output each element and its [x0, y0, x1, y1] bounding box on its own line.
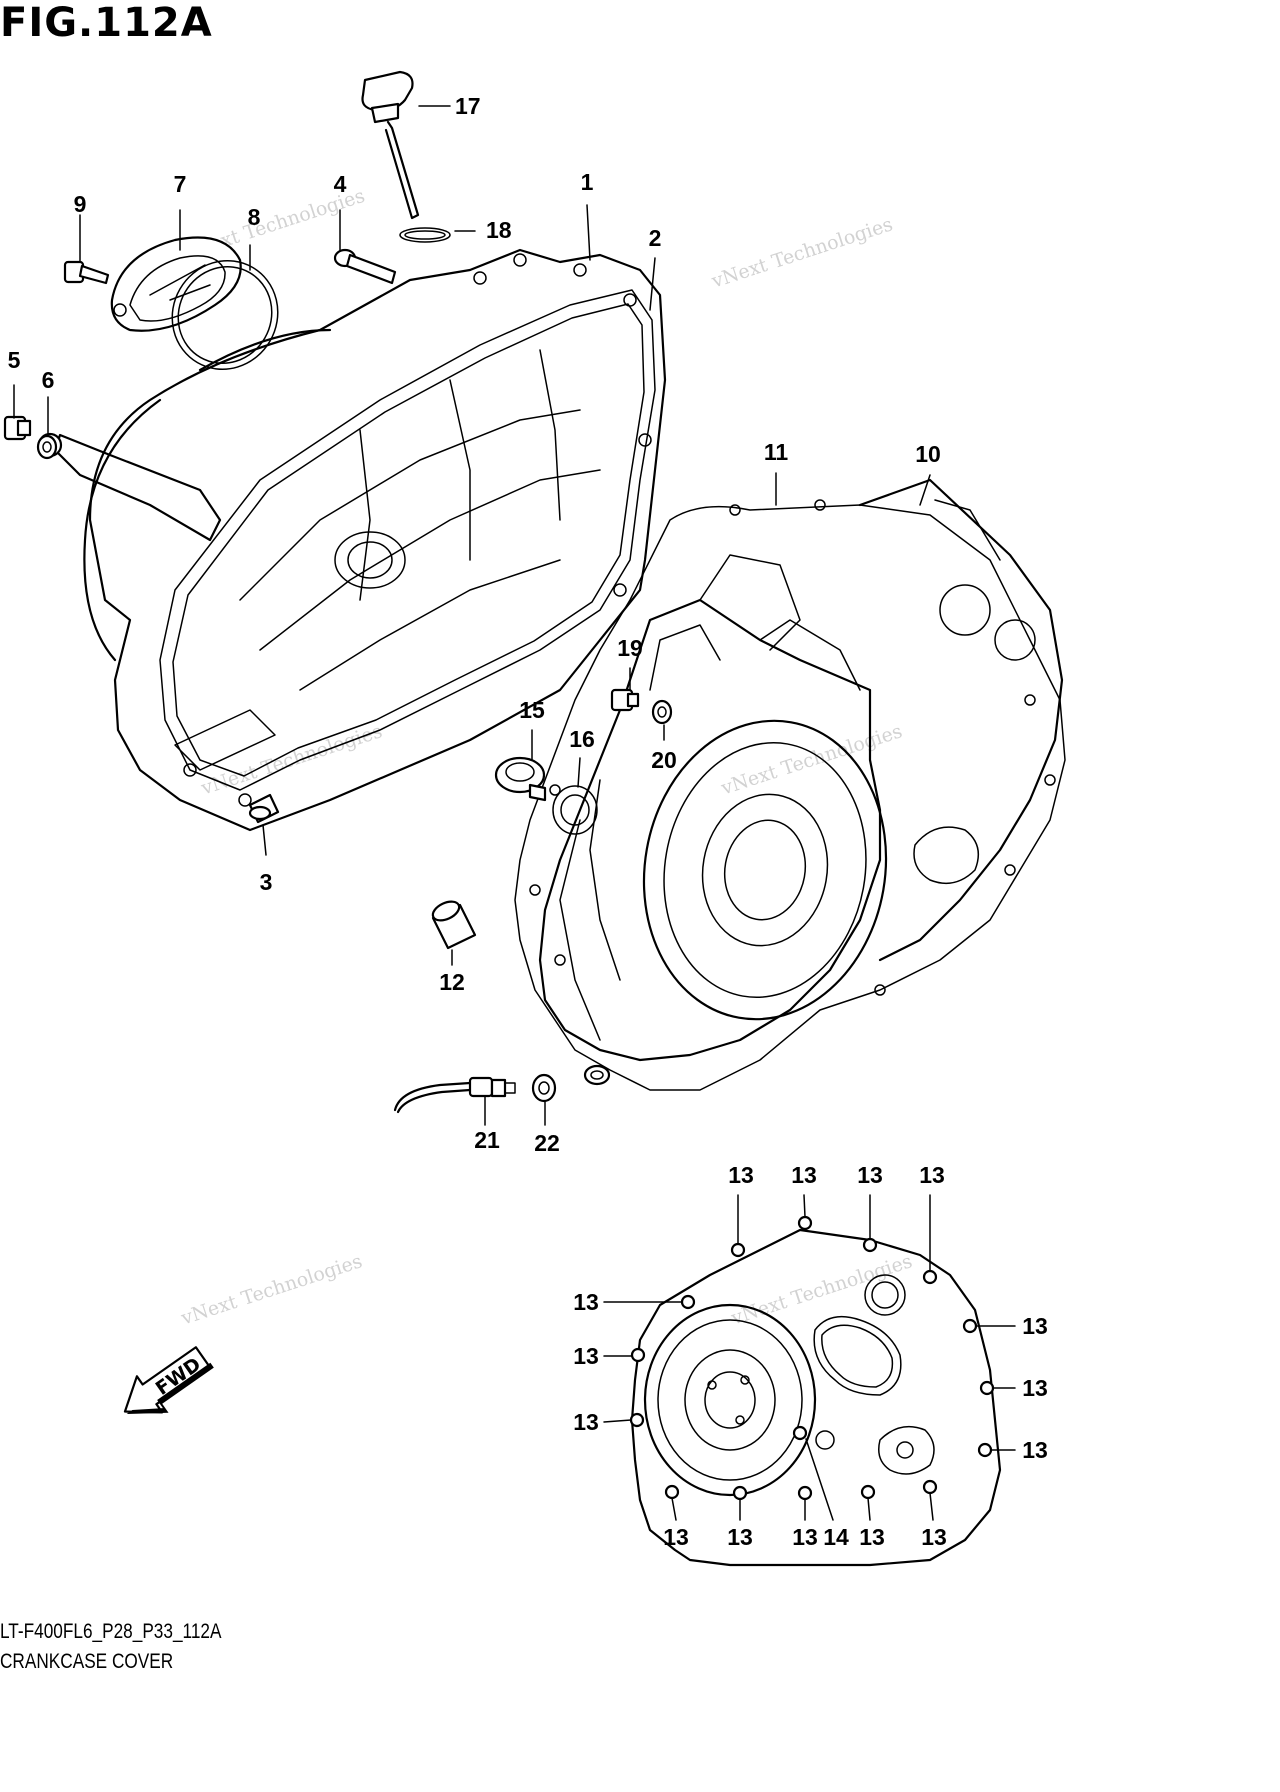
callout-22: 22	[534, 1130, 560, 1156]
callout-17: 17	[455, 93, 481, 119]
callout-3: 3	[260, 869, 273, 895]
oil-filler-cap-17	[361, 70, 420, 220]
callout-4: 4	[334, 171, 347, 197]
bolt-9	[63, 260, 110, 285]
callout-13: 13	[728, 1162, 754, 1188]
callout-8: 8	[248, 204, 261, 230]
callout-13: 13	[792, 1524, 818, 1550]
callout-19: 19	[617, 635, 643, 661]
left-crankcase-cover	[83, 248, 667, 832]
watermark-text: vNext Technologies	[718, 720, 905, 800]
callout-13: 13	[791, 1162, 817, 1188]
o-ring-18	[399, 227, 451, 243]
stud-bolt-4	[333, 248, 397, 285]
callout-13: 13	[857, 1162, 883, 1188]
callout-20: 20	[651, 747, 677, 773]
callout-13: 13	[919, 1162, 945, 1188]
callout-1: 1	[581, 169, 594, 195]
washer-6	[36, 434, 58, 460]
watermarks: vNext Technologies vNext Technologies vN…	[178, 185, 915, 1330]
callout-6: 6	[42, 367, 55, 393]
callout-7: 7	[174, 171, 187, 197]
callout-13: 13	[573, 1343, 599, 1369]
callout-15: 15	[519, 697, 545, 723]
plug-bolt-19	[610, 688, 640, 712]
callout-12: 12	[439, 969, 465, 995]
callout-13: 13	[859, 1524, 885, 1550]
callout-13: 13	[663, 1524, 689, 1550]
callout-2: 2	[649, 225, 662, 251]
watermark-text: vNext Technologies	[708, 213, 895, 293]
figure-title: FIG.112A	[0, 0, 213, 46]
callout-21: 21	[474, 1127, 500, 1153]
callout-13: 13	[1022, 1375, 1048, 1401]
callout-13: 13	[573, 1409, 599, 1435]
dowel-pin-3	[248, 793, 280, 824]
callout-13: 13	[921, 1524, 947, 1550]
watermark-text: vNext Technologies	[178, 1250, 365, 1330]
lever-arm	[37, 432, 222, 542]
sensor-21	[393, 1076, 516, 1114]
callout-13: 13	[1022, 1437, 1048, 1463]
washer-20	[651, 699, 673, 725]
o-ring-8	[171, 259, 279, 371]
watermark-text: vNext Technologies	[728, 1250, 915, 1330]
callout-13: 13	[727, 1524, 753, 1550]
figure-name: CRANKCASE COVER	[0, 1650, 174, 1673]
lower-cover-bolt-layout	[629, 1215, 1002, 1567]
callout-13: 13	[573, 1289, 599, 1315]
cap-15	[494, 756, 547, 802]
bolt-5	[3, 415, 32, 441]
callout-9: 9	[74, 191, 87, 217]
callout-5: 5	[8, 347, 21, 373]
callout-13: 13	[1022, 1313, 1048, 1339]
fwd-direction-arrow: FWD	[123, 1346, 214, 1415]
callout-10: 10	[915, 441, 941, 467]
cover-plate-7	[110, 236, 242, 332]
callout-14: 14	[823, 1524, 849, 1550]
dowel-pin-12	[431, 900, 477, 950]
figure-code: LT-F400FL6_P28_P33_112A	[0, 1620, 222, 1643]
callout-11: 11	[764, 439, 789, 465]
leader-lines	[13, 105, 1016, 1521]
o-ring-16	[552, 785, 598, 835]
callout-18: 18	[486, 217, 512, 243]
center-crankcase-cover	[514, 478, 1066, 1091]
callout-labels: 17 18 4 7 8 9 1 2 5 6 3 11 10 19 20 15 1…	[8, 93, 1048, 1550]
washer-22	[531, 1073, 557, 1103]
callout-16: 16	[569, 726, 595, 752]
